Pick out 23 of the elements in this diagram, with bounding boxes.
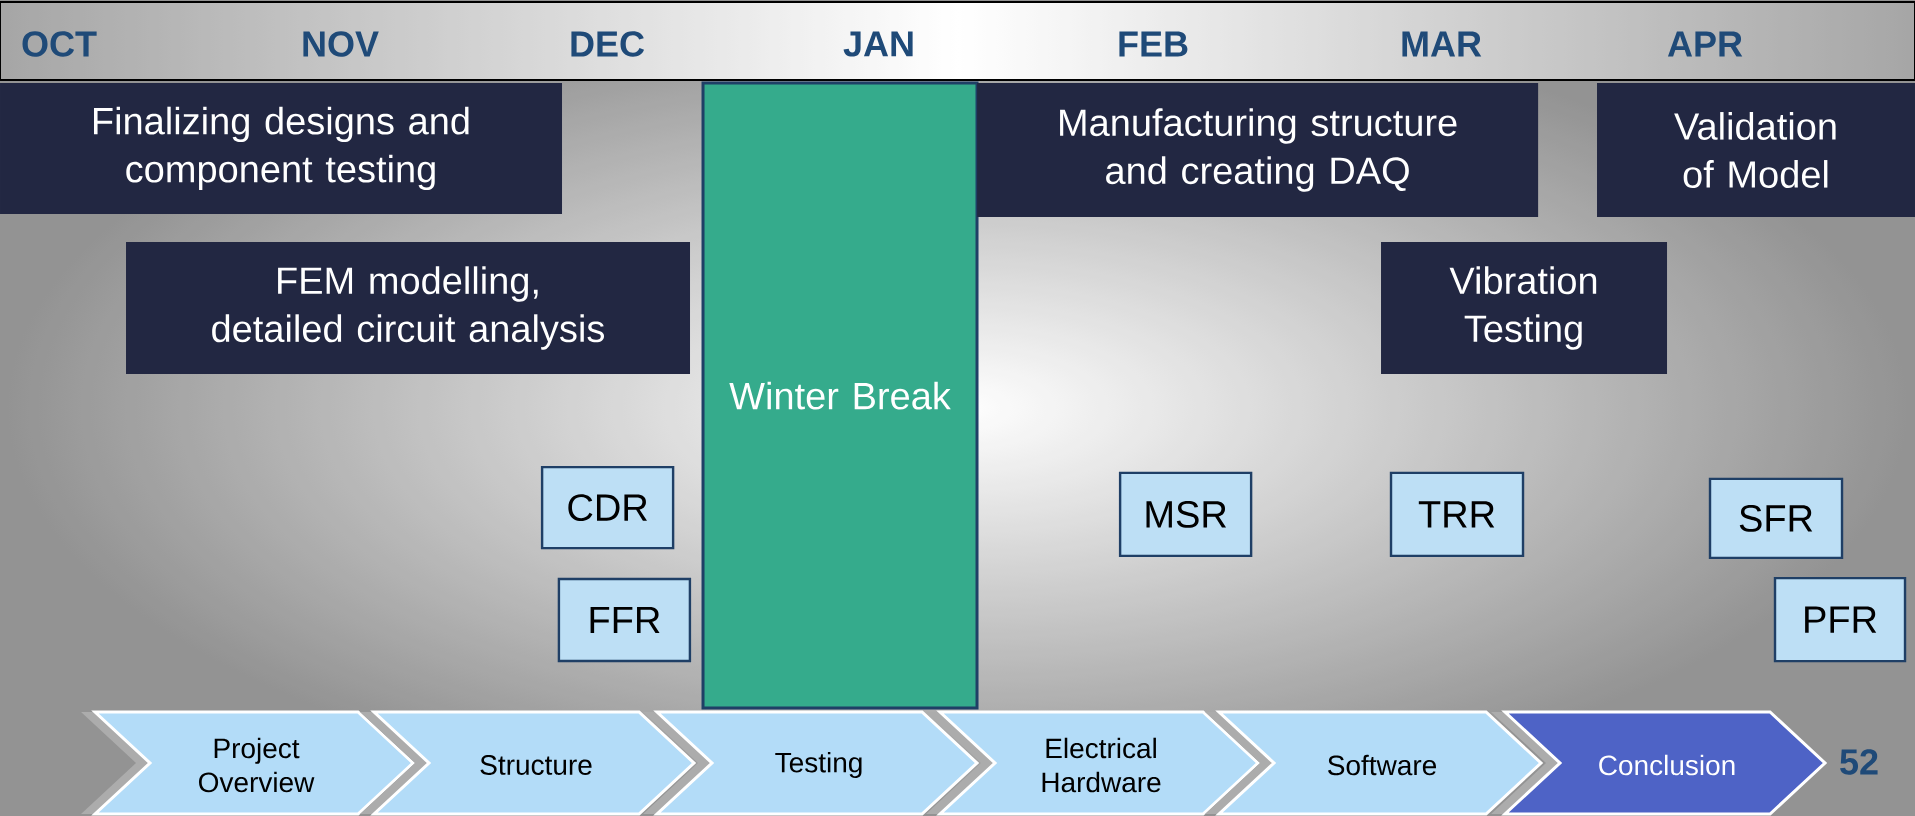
review-box: FFR [557, 577, 692, 663]
page-number: 52 [1840, 749, 1878, 775]
chevron-tab: Project Overview [81, 710, 416, 816]
task-box: Validation of Model [1597, 83, 1915, 217]
chevron-tab: Structure [360, 710, 697, 816]
break-box: Winter Break [701, 81, 979, 710]
chevron-tab: Conclusion [1491, 710, 1828, 816]
node-label: Software [1328, 754, 1437, 776]
review-box: MSR [1118, 471, 1253, 558]
review-box: SFR [1708, 477, 1844, 560]
task-box: Vibration Testing [1381, 242, 1667, 374]
task-box: FEM modelling, detailed circuit analysis [126, 242, 690, 374]
chevron-tab: Testing [643, 710, 980, 816]
chevron-tab: Software [1205, 710, 1544, 816]
review-box: TRR [1389, 471, 1525, 558]
month-label: DEC [571, 31, 645, 57]
task-box: Finalizing designs and component testing [0, 82, 562, 214]
chevron-tab: Electrical Hardware [926, 710, 1261, 816]
node-label: Electrical Hardware [1042, 737, 1161, 793]
month-label: JAN [843, 31, 913, 57]
review-box: PFR [1773, 576, 1907, 663]
review-box: CDR [540, 465, 675, 550]
task-box: Manufacturing structure and creating DAQ [977, 83, 1539, 217]
